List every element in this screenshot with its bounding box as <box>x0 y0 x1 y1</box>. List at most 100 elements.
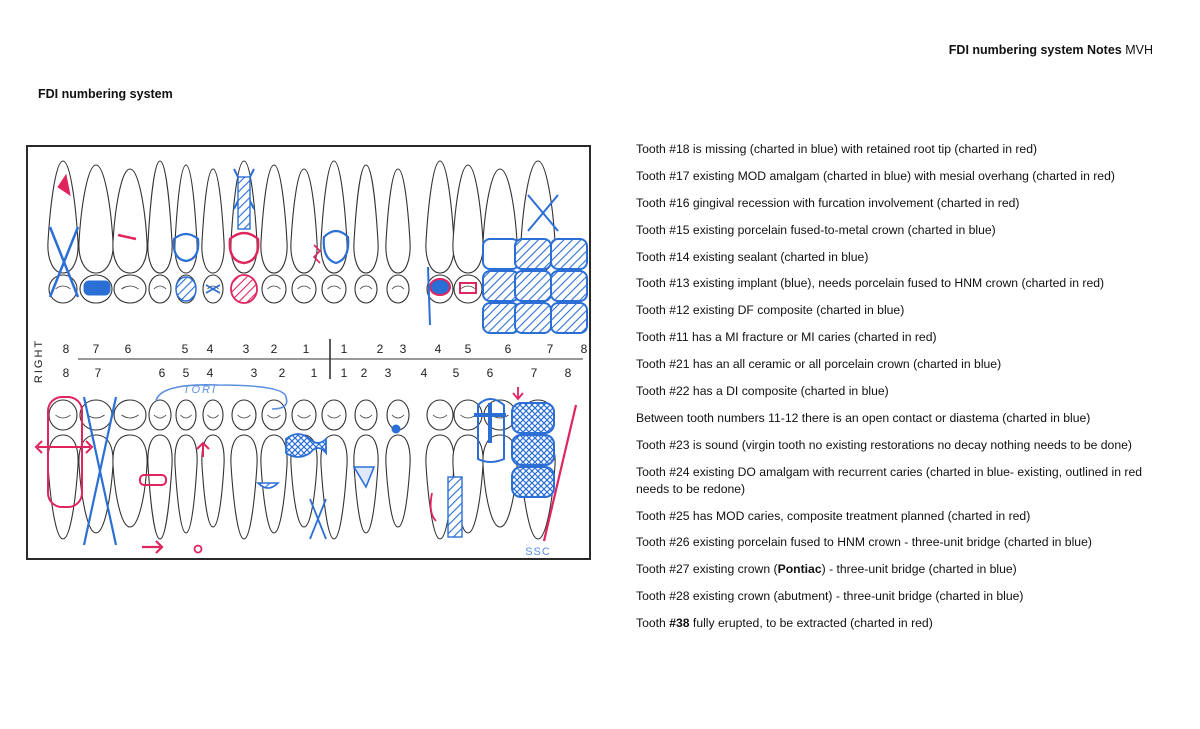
note-item: Tooth #12 existing DF composite (charted… <box>636 302 1156 319</box>
tooth-outline <box>47 434 79 540</box>
note-text: Tooth #26 existing porcelain fused to HN… <box>636 535 1092 550</box>
implant-mark <box>447 476 463 538</box>
lower-tooth <box>78 399 114 534</box>
bridge-crown-mark <box>482 302 520 334</box>
tooth-outline <box>320 160 348 274</box>
fracture-mark <box>312 244 322 264</box>
note-text: Tooth #11 has a MI fracture or MI caries… <box>636 330 937 345</box>
note-item: Tooth #25 has MOD caries, composite trea… <box>636 508 1156 525</box>
upper-tooth <box>260 164 288 304</box>
upper-tooth <box>147 160 173 304</box>
crown-outline-mark <box>477 398 505 463</box>
tooth-fissure <box>267 414 281 419</box>
drift-arrow-mark <box>34 440 94 454</box>
tooth-occlusal <box>148 399 172 431</box>
note-text: Tooth #16 gingival recession with furcat… <box>636 195 1020 210</box>
tooth-fissure <box>327 285 341 290</box>
note-item: Between tooth numbers 11-12 there is an … <box>636 410 1156 427</box>
tooth-fissure <box>327 414 341 419</box>
tori-mark <box>155 384 288 410</box>
tooth-fissure <box>153 285 167 290</box>
tooth-fissure <box>432 414 448 419</box>
dental-chart: 87654321123456788765432112345678RIGHTLEF… <box>26 145 591 560</box>
note-item: Tooth #11 has a MI fracture or MI caries… <box>636 329 1156 346</box>
upper-number-label: 6 <box>505 342 512 356</box>
upper-tooth <box>290 168 318 304</box>
lower-number-label: 7 <box>95 366 102 380</box>
implant-mark <box>237 176 251 230</box>
missing-x-mark <box>82 396 118 546</box>
note-text: Tooth #17 existing MOD amalgam (charted … <box>636 168 1115 183</box>
upper-number-label: 2 <box>271 342 278 356</box>
tooth-occlusal <box>148 274 172 304</box>
bridge-crown-mark <box>514 270 552 302</box>
ssc-crown-mark <box>511 466 555 498</box>
tooth-fissure <box>391 285 405 290</box>
note-text: Tooth #15 existing porcelain fused-to-me… <box>636 222 996 237</box>
tooth-occlusal <box>202 399 224 431</box>
upper-tooth <box>201 168 225 304</box>
ssc-label: SSC <box>525 546 551 558</box>
tooth-outline <box>353 164 379 274</box>
lower-tooth <box>174 399 198 534</box>
bridge-crown-mark <box>550 238 588 270</box>
ssc-crown-mark <box>511 402 555 434</box>
upper-number-label: 1 <box>303 342 310 356</box>
crown-mark <box>474 403 506 443</box>
tooth-fissure <box>180 414 192 419</box>
tooth-fissure <box>237 414 251 419</box>
note-item: Tooth #24 existing DO amalgam with recur… <box>636 464 1156 498</box>
document-title: FDI numbering system <box>38 87 173 101</box>
composite-mark <box>352 466 376 489</box>
tooth-fissure <box>121 285 139 290</box>
caries-mark <box>139 474 167 486</box>
tooth-fissure <box>207 414 219 419</box>
notes-list: Tooth #18 is missing (charted in blue) w… <box>636 141 1156 642</box>
tooth-fissure <box>359 285 373 290</box>
lower-number-label: 6 <box>159 366 166 380</box>
tooth-outline <box>201 434 225 528</box>
tori-label: TORI <box>183 384 217 396</box>
tooth-occlusal <box>354 274 378 304</box>
tooth-occlusal <box>354 399 378 431</box>
note-item: Tooth #16 gingival recession with furcat… <box>636 195 1156 212</box>
crown-planned-mark <box>228 231 260 265</box>
tooth-outline <box>385 434 411 528</box>
lower-tooth <box>290 399 318 528</box>
tooth-occlusal <box>48 399 78 431</box>
tooth-occlusal <box>261 274 287 304</box>
note-item: Tooth #38 fully erupted, to be extracted… <box>636 615 1156 632</box>
note-item: Tooth #23 is sound (virgin tooth no exis… <box>636 437 1156 454</box>
composite-mark <box>285 433 327 458</box>
note-item: Tooth #28 existing crown (abutment) - th… <box>636 588 1156 605</box>
tooth-occlusal <box>321 399 347 431</box>
header-title-suffix: MVH <box>1121 43 1153 57</box>
upper-arch <box>47 160 556 304</box>
tooth-fissure <box>55 285 71 290</box>
caries-mark <box>459 282 477 294</box>
tooth-occlusal <box>321 274 347 304</box>
lower-number-label: 1 <box>341 366 348 380</box>
upper-tooth <box>112 168 148 304</box>
sealant-mark <box>205 284 221 294</box>
tooth-fissure <box>121 414 139 419</box>
note-item: Tooth #21 has an all ceramic or all porc… <box>636 356 1156 373</box>
lower-tooth <box>147 399 173 540</box>
note-text: Tooth #12 existing DF composite (charted… <box>636 303 905 318</box>
lower-number-label: 2 <box>279 366 286 380</box>
note-text: Tooth #22 has a DI composite (charted in… <box>636 384 889 399</box>
overhang-mark <box>117 233 137 241</box>
lower-arch <box>47 399 556 540</box>
note-text: Tooth #24 existing DO amalgam with recur… <box>636 464 1143 496</box>
upper-number-label: 2 <box>377 342 384 356</box>
note-text-pre: Tooth #27 existing crown ( <box>636 562 778 577</box>
lower-tooth <box>260 399 288 534</box>
note-text-bold: #38 <box>669 616 690 631</box>
right-side-label: RIGHT <box>33 339 45 383</box>
upper-tooth <box>320 160 348 304</box>
tooth-outline <box>112 434 148 528</box>
note-text: Between tooth numbers 11-12 there is an … <box>636 410 1091 425</box>
amalgam-mark <box>83 280 111 296</box>
tooth-occlusal <box>291 399 317 431</box>
lower-number-label: 7 <box>531 366 538 380</box>
